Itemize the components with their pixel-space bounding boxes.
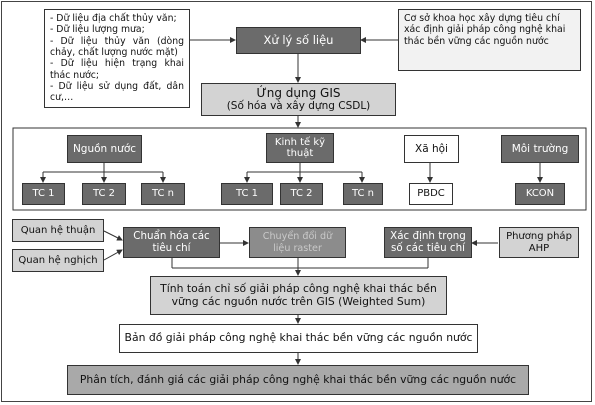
criterion-label: TC 1 [235,188,259,200]
weights-label: Xác định trọng số các tiêu chí [390,229,466,254]
criterion-label: PBDC [417,188,445,200]
criterion-label: TC 2 [290,188,313,200]
data-source-item: - Dữ liệu lượng mưa; [50,24,145,36]
scientific-basis-note: Cơ sở khoa học xây dựng tiêu chí xác địn… [398,9,581,71]
group-society: Xã hội [404,135,459,163]
relation-inverse-label: Quan hệ nghịch [18,254,98,266]
weights-box: Xác định trọng số các tiêu chí [384,227,472,258]
ahp-box: Phương pháp AHP [499,227,579,258]
data-processing-label: Xử lý số liệu [263,32,334,47]
gis-box: Ứng dụng GIS (Số hóa và xây dựng CSDL) [201,83,396,116]
criterion-box: TC n [343,183,383,205]
criterion-label: TC 1 [32,188,55,200]
criterion-label: TC 2 [92,188,116,200]
relation-inverse-box: Quan hệ nghịch [12,249,104,272]
criterion-label: KCON [525,188,555,200]
criterion-label: TC n [151,188,175,200]
gis-title: Ứng dụng GIS [256,85,341,100]
data-source-item: - Dữ liệu địa chất thủy văn; [50,13,177,24]
criterion-box: TC 1 [221,183,273,205]
group-society-label: Xã hội [415,142,448,155]
standardize-box: Chuẩn hóa các tiêu chí [123,227,220,258]
ahp-label: Phương pháp AHP [506,231,572,254]
group-economy-label: Kinh tế kỹ thuật [274,136,326,160]
group-environment-label: Môi trường [511,142,569,155]
map-box: Bản đồ giải pháp công nghệ khai thác bền… [119,324,478,353]
weighted-sum-label: Tính toán chỉ số giải pháp công nghệ kha… [160,282,437,308]
raster-box: Chuyển đổi dữ liệu raster [249,227,346,258]
raster-label: Chuyển đổi dữ liệu raster [262,231,333,254]
group-water-label: Nguồn nước [72,142,137,155]
data-sources-note: - Dữ liệu địa chất thủy văn; - Dữ liệu l… [44,9,190,108]
group-economy: Kinh tế kỹ thuật [266,133,334,163]
criterion-box: TC n [141,183,185,205]
relation-direct-label: Quan hệ thuận [20,224,96,236]
scientific-basis-text: Cơ sở khoa học xây dựng tiêu chí xác địn… [404,13,566,47]
analysis-label: Phân tích, đánh giá các giải pháp công n… [79,372,517,386]
group-water: Nguồn nước [67,135,142,163]
criterion-label: TC n [351,188,375,200]
criterion-box: KCON [515,183,565,205]
data-source-item: - Dữ liệu hiện trạng khai thác nước; [50,58,184,81]
criterion-box: TC 1 [22,183,65,205]
data-source-item: - Dữ liệu thủy văn (dòng chảy, chất lượn… [50,35,184,58]
data-source-item: - Dữ liệu sử dụng đất, dân cư,… [50,80,184,104]
gis-subtitle: (Số hóa và xây dựng CSDL) [226,100,371,113]
criterion-box: TC 2 [280,183,323,205]
criterion-box: PBDC [409,183,453,205]
analysis-box: Phân tích, đánh giá các giải pháp công n… [67,365,529,395]
data-processing-box: Xử lý số liệu [236,27,361,54]
criterion-box: TC 2 [82,183,126,205]
relation-direct-box: Quan hệ thuận [12,219,104,242]
weighted-sum-box: Tính toán chỉ số giải pháp công nghệ kha… [150,276,447,315]
map-label: Bản đồ giải pháp công nghệ khai thác bền… [124,331,473,345]
standardize-label: Chuẩn hóa các tiêu chí [133,229,210,254]
group-environment: Môi trường [501,135,579,163]
